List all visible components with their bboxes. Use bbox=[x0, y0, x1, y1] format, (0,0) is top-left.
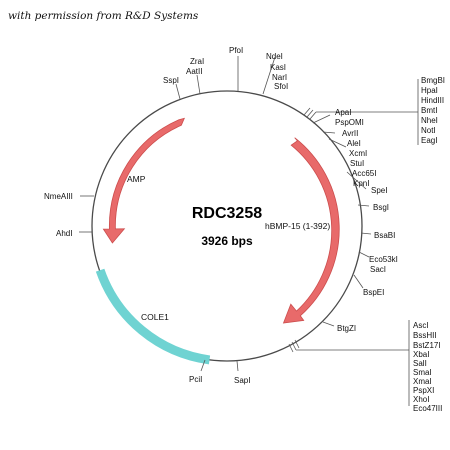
alel-xcml-stul-acc65l-kpnl-tick bbox=[328, 138, 347, 148]
hpai-site-label: HpaI bbox=[421, 86, 438, 95]
mcs-bottom-tick-2 bbox=[291, 341, 297, 351]
hbmp15-insert-arrow bbox=[282, 137, 340, 324]
bstz17i-site-label: BstZ17I bbox=[413, 341, 441, 350]
credit-text: with permission from R&D Systems bbox=[8, 10, 199, 22]
sapl-site-label: SapI bbox=[234, 376, 250, 385]
bspel-tick bbox=[353, 274, 364, 289]
bspel-site-label: BspEI bbox=[363, 288, 384, 297]
zral-site-label: ZraI bbox=[190, 57, 204, 66]
hindiii-site-label: HindIII bbox=[421, 96, 444, 105]
bsshii-site-label: BssHII bbox=[413, 331, 437, 340]
alel-site-label: AleI bbox=[347, 139, 361, 148]
amp-resistance-arrow bbox=[102, 117, 185, 244]
bmgbi-site-label: BmgBI bbox=[421, 76, 445, 85]
ahdl-site-label: AhdI bbox=[56, 229, 72, 238]
xbai-site-label: XbaI bbox=[413, 350, 429, 359]
zral-aatll-tick bbox=[196, 74, 201, 95]
pspxi-site-label: PspXI bbox=[413, 386, 434, 395]
bsabl-site-label: BsaBI bbox=[374, 231, 395, 240]
plasmid-size: 3926 bps bbox=[201, 234, 253, 248]
mcs-top-tick-3 bbox=[309, 111, 317, 120]
avrll-tick bbox=[322, 131, 336, 134]
eco47iii-site-label: Eco47III bbox=[413, 404, 442, 413]
asci-site-label: AscI bbox=[413, 321, 429, 330]
bsgl-site-label: BsgI bbox=[373, 203, 389, 212]
avrll-site-label: AvrII bbox=[342, 129, 358, 138]
sspl-site-label: SspI bbox=[163, 76, 179, 85]
bsgl-tick bbox=[357, 204, 370, 207]
sacl-site-label: SacI bbox=[370, 265, 386, 274]
apal-pspomi-tick bbox=[312, 114, 331, 124]
eco53kl-sacl-tick bbox=[358, 251, 370, 258]
apal-site-label: ApaI bbox=[335, 108, 351, 117]
btgzl-tick bbox=[322, 321, 335, 327]
sfol-site-label: SfoI bbox=[274, 82, 288, 91]
bmti-site-label: BmtI bbox=[421, 106, 437, 115]
mcs-bottom-tick-1 bbox=[288, 343, 294, 353]
pspomi-site-label: PspOMI bbox=[335, 118, 364, 127]
insert-feature-label: hBMP-15 (1-392) bbox=[265, 221, 330, 231]
aatll-site-label: AatII bbox=[186, 67, 202, 76]
kasl-site-label: KasI bbox=[270, 63, 286, 72]
cole1-origin-band bbox=[95, 268, 211, 365]
bsabl-tick bbox=[360, 232, 372, 235]
smai-site-label: SmaI bbox=[413, 368, 432, 377]
noti-site-label: NotI bbox=[421, 126, 436, 135]
ndel-site-label: NdeI bbox=[266, 52, 283, 61]
btgzl-site-label: BtgZI bbox=[337, 324, 356, 333]
eco53kl-site-label: Eco53kI bbox=[369, 255, 398, 264]
cole1-feature-label: COLE1 bbox=[141, 312, 169, 322]
nhei-site-label: NheI bbox=[421, 116, 438, 125]
kpnl-site-label: KpnI bbox=[353, 179, 369, 188]
plasmid-backbone bbox=[91, 90, 363, 362]
acc65l-site-label: Acc65I bbox=[352, 169, 376, 178]
ndel-kasl-narl-sfol-tick bbox=[262, 56, 276, 95]
plasmid-name: RDC3258 bbox=[192, 205, 262, 222]
mcs-top-tick-2 bbox=[306, 109, 314, 118]
stul-site-label: StuI bbox=[350, 159, 364, 168]
narl-site-label: NarI bbox=[272, 73, 287, 82]
xcml-site-label: XcmI bbox=[349, 149, 367, 158]
sspl-tick bbox=[175, 83, 181, 100]
spel-tick bbox=[346, 171, 367, 190]
spel-site-label: SpeI bbox=[371, 186, 387, 195]
mcs-bottom-tick-3 bbox=[294, 339, 300, 349]
eagi-site-label: EagI bbox=[421, 136, 437, 145]
pcil-site-label: PciI bbox=[189, 375, 202, 384]
sali-site-label: SalI bbox=[413, 359, 427, 368]
pcil-tick bbox=[200, 359, 206, 372]
xhoi-site-label: XhoI bbox=[413, 395, 429, 404]
pfoi-site-label: PfoI bbox=[229, 46, 243, 55]
mcs-top-tick-1 bbox=[303, 107, 311, 116]
amp-feature-label: AMP bbox=[127, 174, 146, 184]
xmai-site-label: XmaI bbox=[413, 377, 432, 386]
sapl-tick bbox=[236, 360, 239, 372]
nmeaIII-site-label: NmeAIII bbox=[44, 192, 73, 201]
